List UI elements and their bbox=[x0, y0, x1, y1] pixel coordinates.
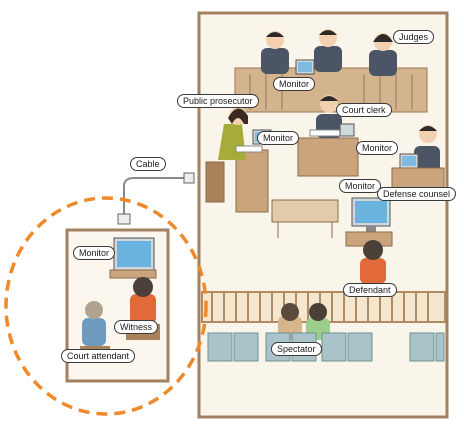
witness-room-monitor-stand bbox=[109, 269, 157, 279]
prosecutor-chair bbox=[205, 161, 225, 203]
defense-monitor bbox=[351, 197, 391, 232]
label-monitor-judges: Monitor bbox=[273, 77, 316, 91]
label-defense-counsel: Defense counsel bbox=[377, 187, 457, 201]
label-witness: Witness bbox=[114, 320, 159, 334]
court-clerk bbox=[309, 95, 347, 138]
label-defendant: Defendant bbox=[343, 283, 397, 297]
cable-line bbox=[123, 177, 190, 215]
label-monitor-witness-room: Monitor bbox=[73, 246, 116, 260]
label-spectator: Spectator bbox=[271, 342, 322, 356]
prosecutor-desk bbox=[235, 149, 269, 213]
cable-connector-room bbox=[183, 172, 195, 184]
cable-connector-witness bbox=[117, 213, 131, 225]
defendant-figure bbox=[360, 240, 386, 284]
judge-right bbox=[369, 33, 397, 76]
judges-monitor bbox=[295, 59, 315, 75]
label-cable: Cable bbox=[130, 157, 166, 171]
label-judges: Judges bbox=[393, 30, 435, 44]
label-monitor-prosecutor: Monitor bbox=[257, 131, 300, 145]
label-public-prosecutor: Public prosecutor bbox=[177, 94, 259, 108]
label-monitor-clerk: Monitor bbox=[356, 141, 399, 155]
judge-center bbox=[314, 29, 342, 72]
label-court-attendant: Court attendant bbox=[61, 349, 136, 363]
label-monitor-defense: Monitor bbox=[339, 179, 382, 193]
clerk-desk bbox=[297, 137, 359, 177]
public-prosecutor bbox=[218, 107, 263, 160]
defense-monitor-small bbox=[399, 153, 419, 169]
judge-left bbox=[261, 31, 289, 74]
dashed-highlight-circle bbox=[4, 196, 208, 416]
clerk-monitor bbox=[339, 123, 355, 137]
label-court-clerk: Court clerk bbox=[336, 103, 392, 117]
witness-room-monitor bbox=[113, 237, 155, 271]
central-table bbox=[271, 199, 339, 223]
